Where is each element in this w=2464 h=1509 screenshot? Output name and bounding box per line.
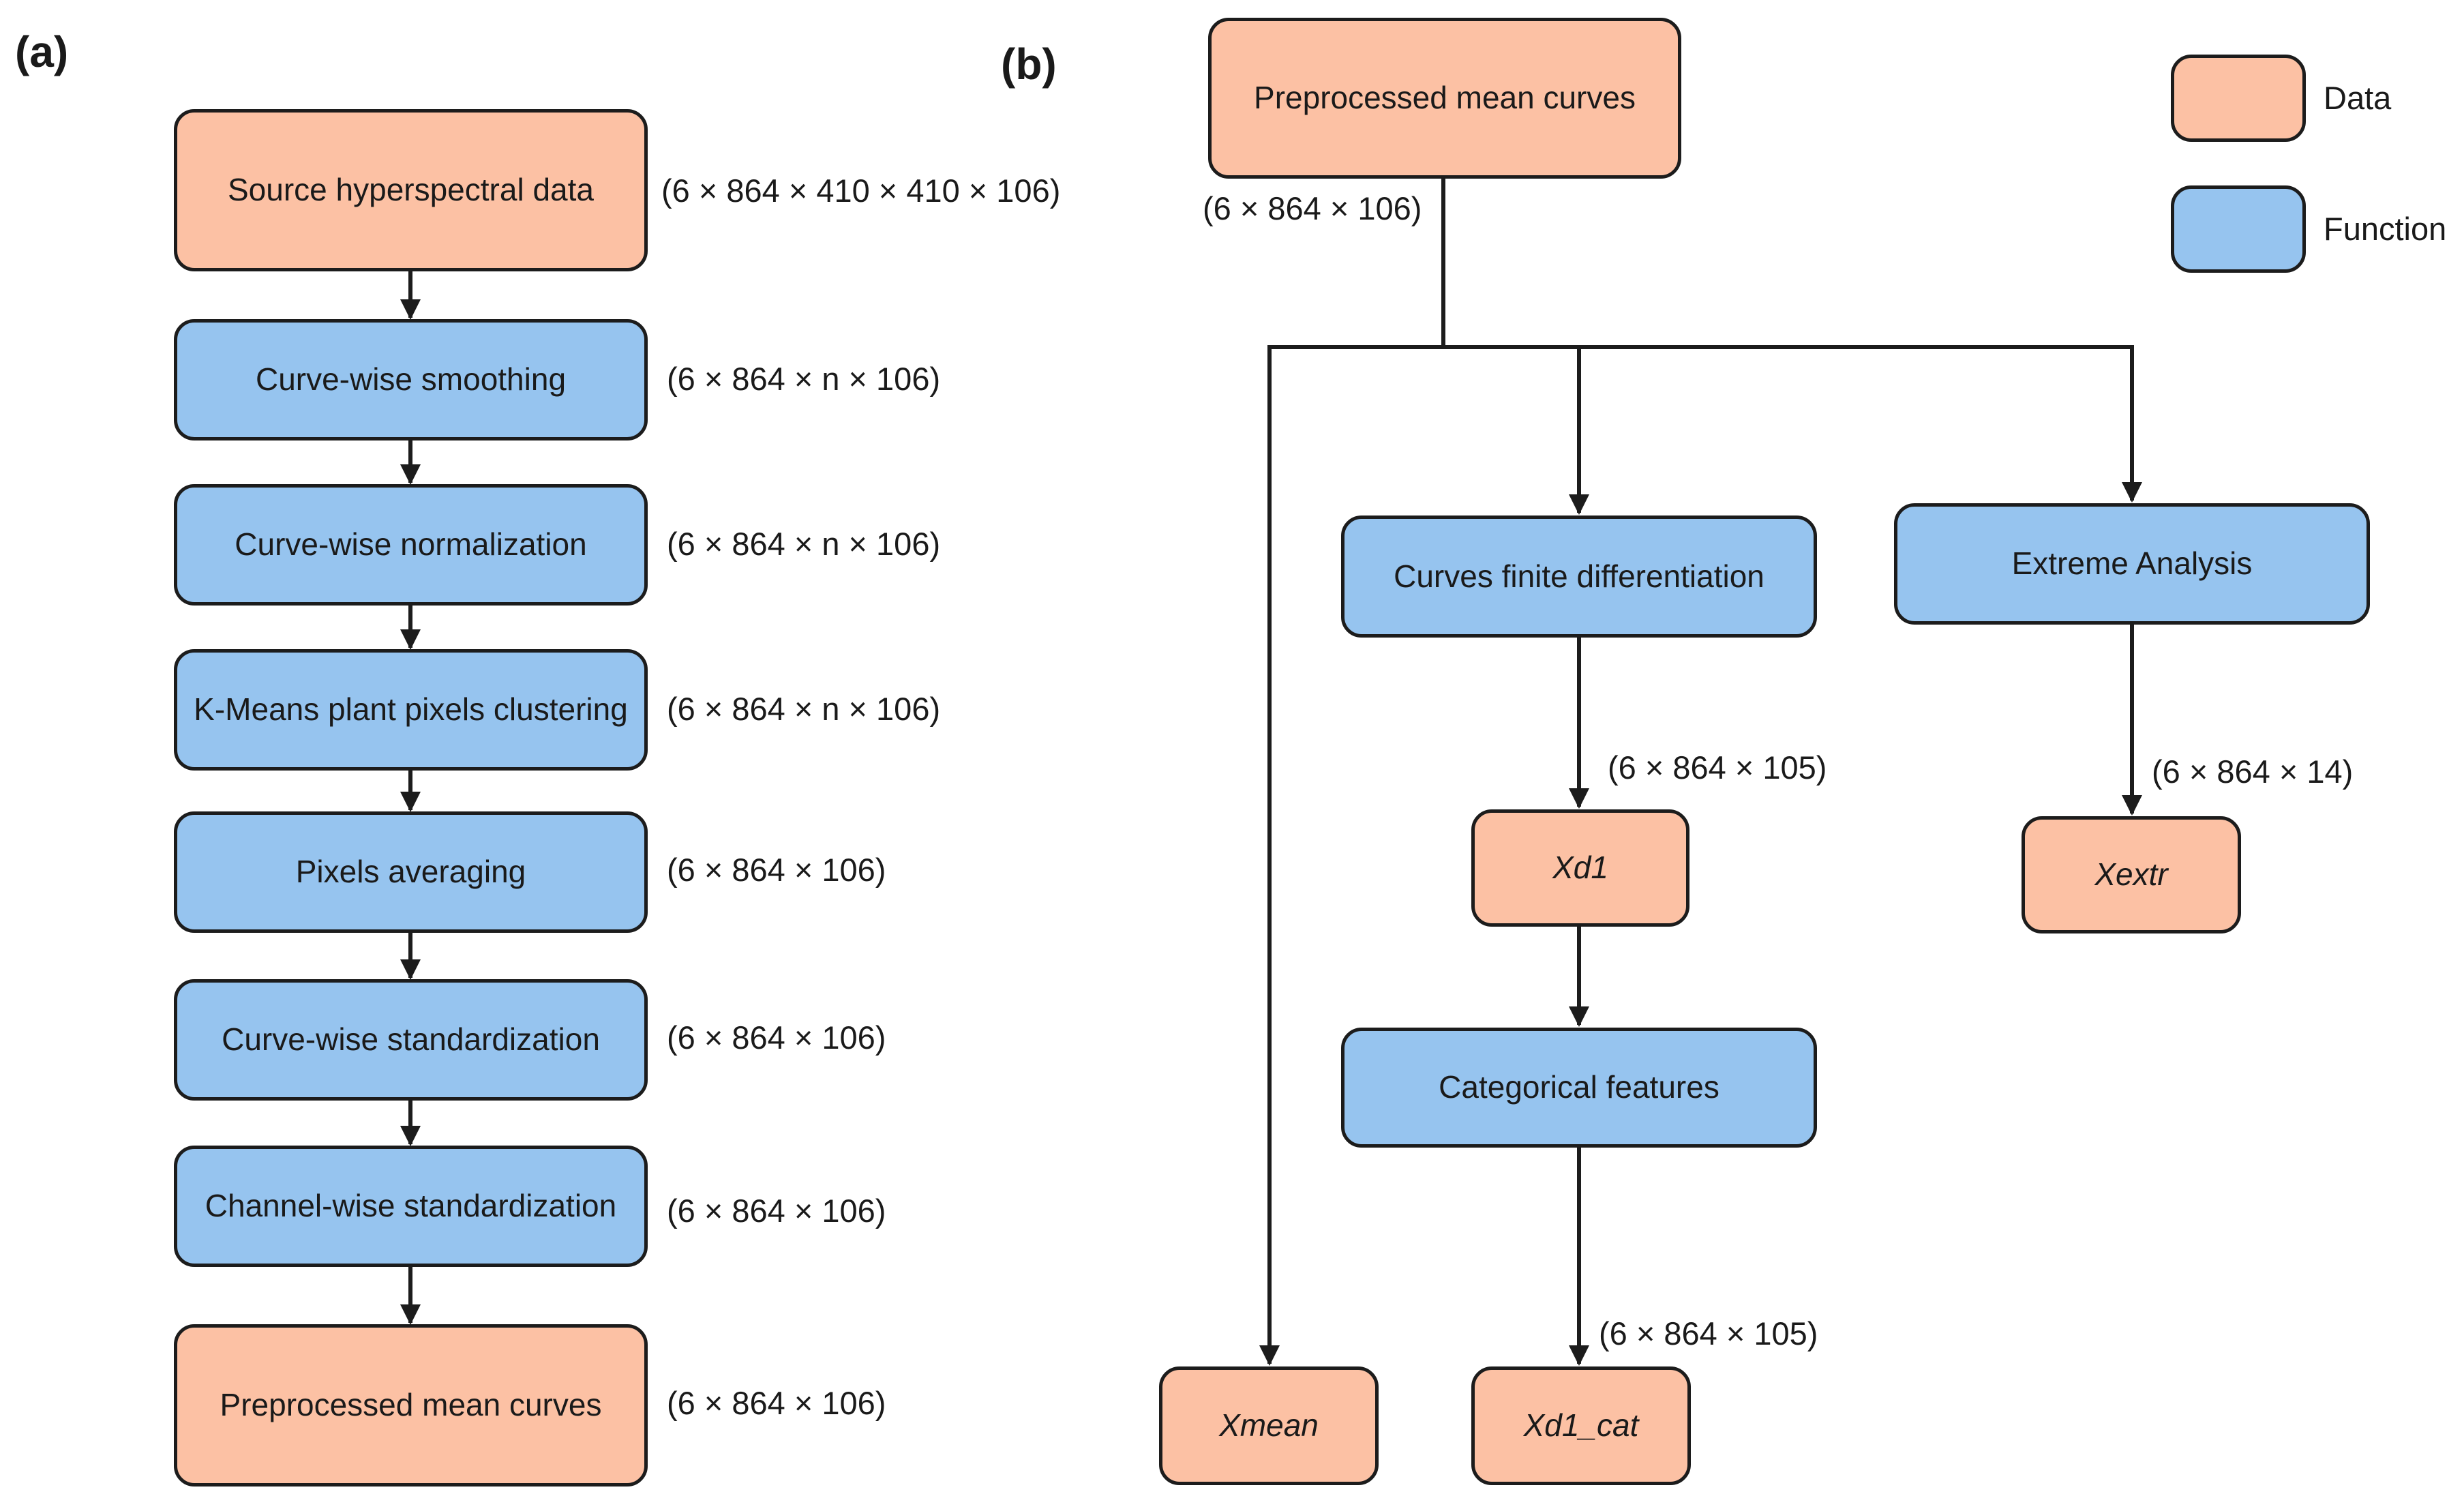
node-categorical-features: Categorical features	[1341, 1028, 1817, 1148]
legend-data-swatch	[2171, 55, 2306, 142]
node-source-hyperspectral-data: Source hyperspectral data	[174, 109, 648, 271]
dims-xextr: (6 × 864 × 14)	[2152, 753, 2354, 790]
dims-smoothing: (6 × 864 × n × 106)	[667, 361, 941, 397]
node-preprocessed-mean-curves-a: Preprocessed mean curves	[174, 1324, 648, 1486]
dims-source: (6 × 864 × 410 × 410 × 106)	[661, 173, 1061, 209]
node-xextr: Xextr	[2022, 816, 2241, 933]
dims-preprocessed-b: (6 × 864 × 106)	[1203, 190, 1422, 226]
node-pixels-averaging: Pixels averaging	[174, 811, 648, 933]
node-xd1-cat: Xd1_cat	[1471, 1366, 1691, 1485]
legend-data-label: Data	[2324, 80, 2392, 116]
node-curve-wise-smoothing: Curve-wise smoothing	[174, 319, 648, 440]
dims-curve-standardization: (6 × 864 × 106)	[667, 1019, 886, 1056]
node-extreme-analysis: Extreme Analysis	[1894, 503, 2370, 625]
dims-channel-standardization: (6 × 864 × 106)	[667, 1193, 886, 1229]
dims-xd1: (6 × 864 × 105)	[1608, 749, 1827, 786]
dims-normalization: (6 × 864 × n × 106)	[667, 526, 941, 562]
dims-averaging: (6 × 864 × 106)	[667, 852, 886, 888]
panel-label-a: (a)	[15, 27, 69, 76]
legend-function-swatch	[2171, 185, 2306, 273]
dims-xd1-cat: (6 × 864 × 105)	[1599, 1315, 1818, 1351]
dims-preprocessed-a: (6 × 864 × 106)	[667, 1385, 886, 1421]
panel-label-b: (b)	[1001, 40, 1057, 89]
node-channel-wise-standardization: Channel-wise standardization	[174, 1146, 648, 1267]
node-curves-finite-differentiation: Curves finite differentiation	[1341, 516, 1817, 638]
node-curve-wise-standardization: Curve-wise standardization	[174, 979, 648, 1101]
node-xd1: Xd1	[1471, 809, 1689, 927]
node-kmeans-clustering: K-Means plant pixels clustering	[174, 649, 648, 771]
legend-function-label: Function	[2324, 211, 2447, 247]
node-preprocessed-mean-curves-b: Preprocessed mean curves	[1208, 18, 1681, 179]
node-curve-wise-normalization: Curve-wise normalization	[174, 484, 648, 606]
dims-clustering: (6 × 864 × n × 106)	[667, 691, 941, 727]
node-xmean: Xmean	[1159, 1366, 1379, 1485]
